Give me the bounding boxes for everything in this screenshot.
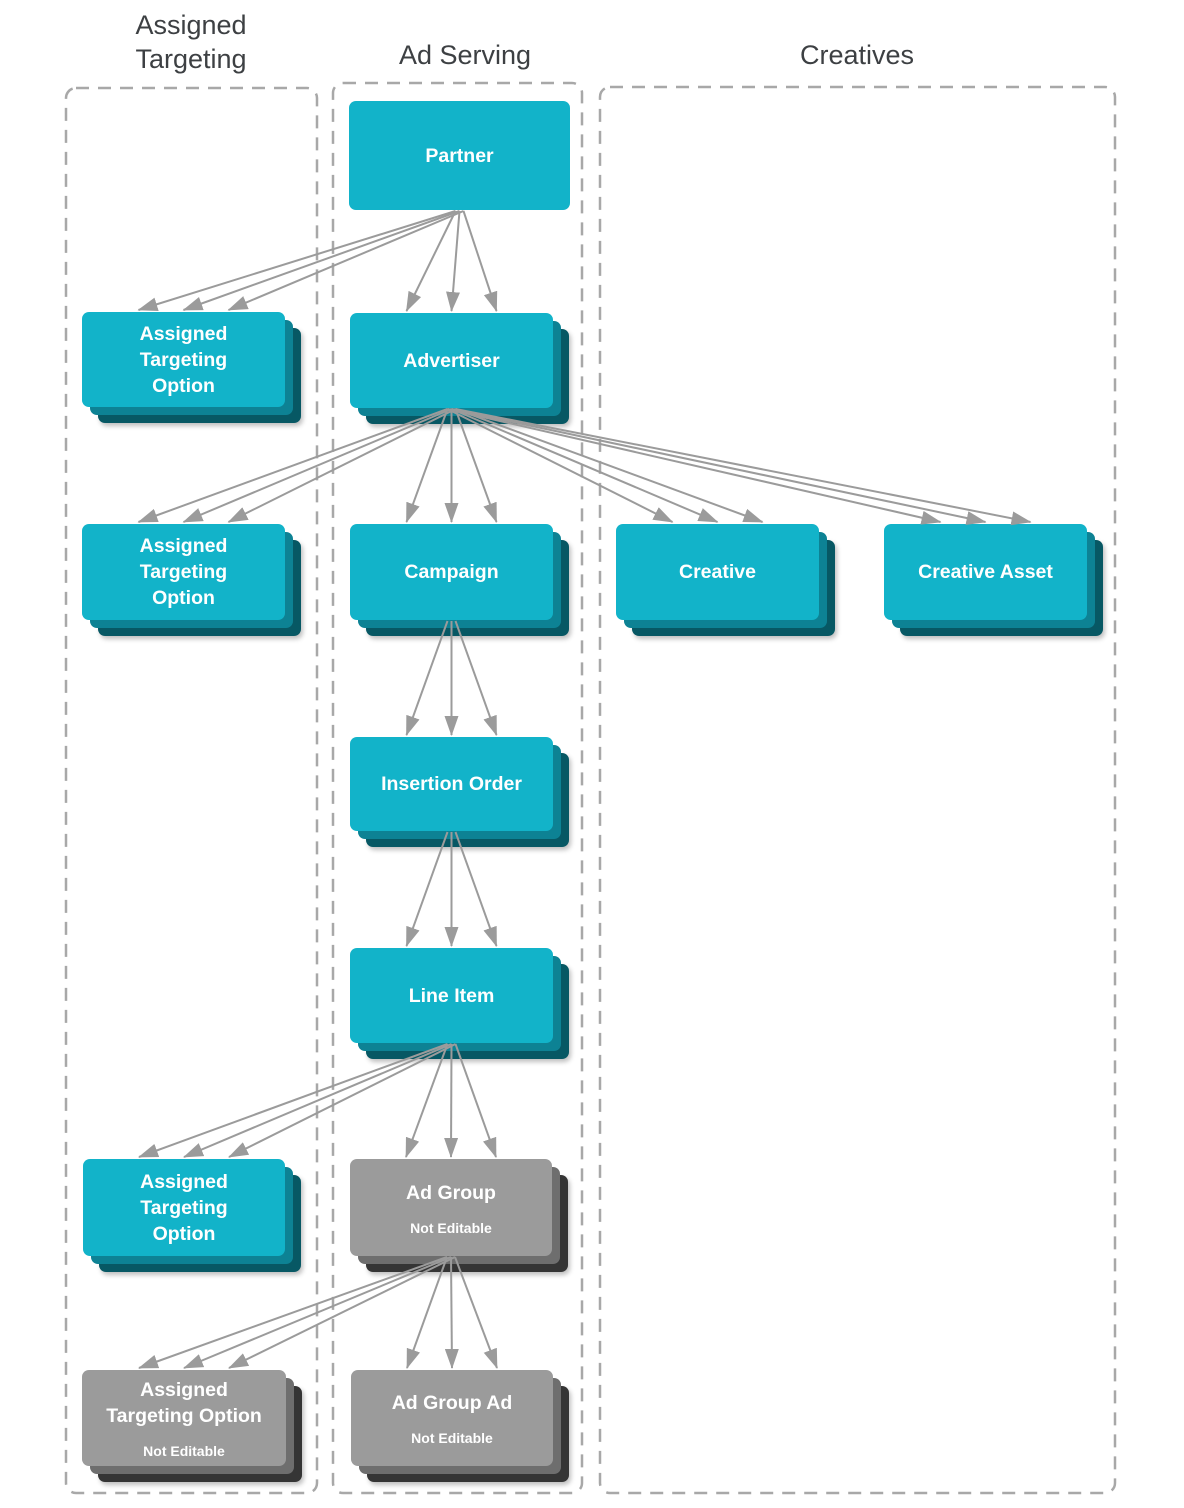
- arrow-partner-to-advertiser: [446, 210, 461, 312]
- node-sublabel: Not Editable: [143, 1443, 225, 1459]
- arrow-line-item-to-ad-group: [444, 1043, 459, 1158]
- node-ato1: Assigned Targeting Option: [82, 312, 301, 423]
- arrow-partner-to-ato1: [227, 210, 464, 311]
- arrow-insertion-order-to-line-item: [405, 831, 449, 947]
- node-label: Creative Asset: [918, 561, 1053, 583]
- arrow-advertiser-to-creative-asset: [455, 408, 1032, 526]
- arrow-ad-group-to-ad-group-ad: [454, 1256, 498, 1369]
- arrow-insertion-order-to-line-item: [454, 831, 498, 947]
- node-label: Assigned Targeting Option: [139, 322, 228, 397]
- arrow-advertiser-to-ato2: [137, 408, 448, 523]
- arrow-line-item-to-ato3: [183, 1043, 452, 1158]
- arrow-advertiser-to-creative: [455, 408, 764, 523]
- node-label: Assigned Targeting Option: [139, 535, 228, 609]
- node-advertiser: Advertiser: [350, 313, 569, 424]
- node-card: Line Item: [350, 948, 553, 1043]
- arrow-advertiser-to-campaign: [405, 408, 449, 523]
- arrow-partner-to-ato1: [137, 210, 456, 312]
- node-card: Creative: [616, 524, 819, 620]
- node-label: Ad Group: [406, 1181, 496, 1204]
- node-line-item: Line Item: [350, 948, 569, 1059]
- node-sublabel: Not Editable: [411, 1430, 493, 1446]
- arrow-ad-group-to-ad-group-ad: [444, 1256, 459, 1369]
- arrow-line-item-to-ato3: [138, 1043, 448, 1158]
- arrow-ad-group-to-ato4: [138, 1256, 448, 1369]
- arrow-advertiser-to-creative-asset: [451, 408, 987, 525]
- arrow-partner-to-advertiser: [405, 210, 457, 312]
- arrow-advertiser-to-campaign: [454, 408, 498, 523]
- node-insertion-order: Insertion Order: [350, 737, 569, 847]
- arrow-advertiser-to-creative-asset: [447, 408, 942, 525]
- column-box-creatives: [598, 85, 1117, 1495]
- node-label: Creative: [679, 561, 756, 583]
- node-card: Advertiser: [350, 313, 553, 408]
- node-card: Campaign: [350, 524, 553, 620]
- node-card: Creative Asset: [884, 524, 1087, 620]
- node-label: Advertiser: [403, 349, 500, 372]
- column-header-assigned-targeting: Assigned Targeting: [135, 10, 247, 74]
- arrow-advertiser-to-ato2: [182, 408, 452, 523]
- arrow-campaign-to-insertion-order: [454, 620, 498, 736]
- node-card: Ad Group Ad Not Editable: [351, 1370, 553, 1466]
- column-box-assigned-targeting: [64, 86, 319, 1495]
- node-card: Partner: [349, 101, 570, 210]
- arrow-partner-to-advertiser: [462, 210, 498, 312]
- node-card: Insertion Order: [350, 737, 553, 831]
- arrow-ad-group-to-ato4: [183, 1256, 452, 1369]
- node-ato2: Assigned Targeting Option: [82, 524, 301, 636]
- arrow-advertiser-to-ato2: [227, 408, 456, 523]
- node-label: Line Item: [408, 984, 495, 1007]
- arrow-campaign-to-insertion-order: [405, 620, 449, 736]
- node-campaign: Campaign: [350, 524, 569, 636]
- node-creative: Creative: [616, 524, 835, 636]
- node-creative-asset: Creative Asset: [884, 524, 1103, 636]
- node-label: Insertion Order: [381, 773, 522, 795]
- arrow-partner-to-ato1: [182, 210, 460, 311]
- column-header-ad-serving: Ad Serving: [398, 40, 532, 70]
- arrow-line-item-to-ato3: [228, 1043, 456, 1158]
- node-sublabel: Not Editable: [410, 1219, 492, 1236]
- node-label: Assigned Targeting Option: [106, 1379, 262, 1427]
- arrow-line-item-to-ad-group: [405, 1043, 449, 1158]
- arrow-advertiser-to-creative: [447, 408, 674, 523]
- node-label: Campaign: [404, 561, 499, 583]
- node-partner: Partner: [349, 101, 570, 210]
- arrow-ad-group-to-ad-group-ad: [406, 1256, 448, 1369]
- node-card: Assigned Targeting Option: [82, 524, 285, 620]
- node-label: Assigned Targeting Option: [140, 1170, 228, 1245]
- arrow-ad-group-to-ato4: [228, 1256, 456, 1369]
- column-header-creatives: Creatives: [799, 40, 915, 70]
- node-ato3: Assigned Targeting Option: [83, 1159, 301, 1272]
- node-card: Assigned Targeting Option: [83, 1159, 285, 1256]
- node-label: Ad Group Ad: [391, 1392, 513, 1414]
- node-card: Assigned Targeting Option: [82, 312, 285, 407]
- node-ad-group-ad: Ad Group Ad Not Editable: [351, 1370, 569, 1482]
- arrow-advertiser-to-creative: [451, 408, 719, 523]
- arrow-line-item-to-ad-group: [454, 1043, 497, 1158]
- node-label: Partner: [425, 144, 494, 167]
